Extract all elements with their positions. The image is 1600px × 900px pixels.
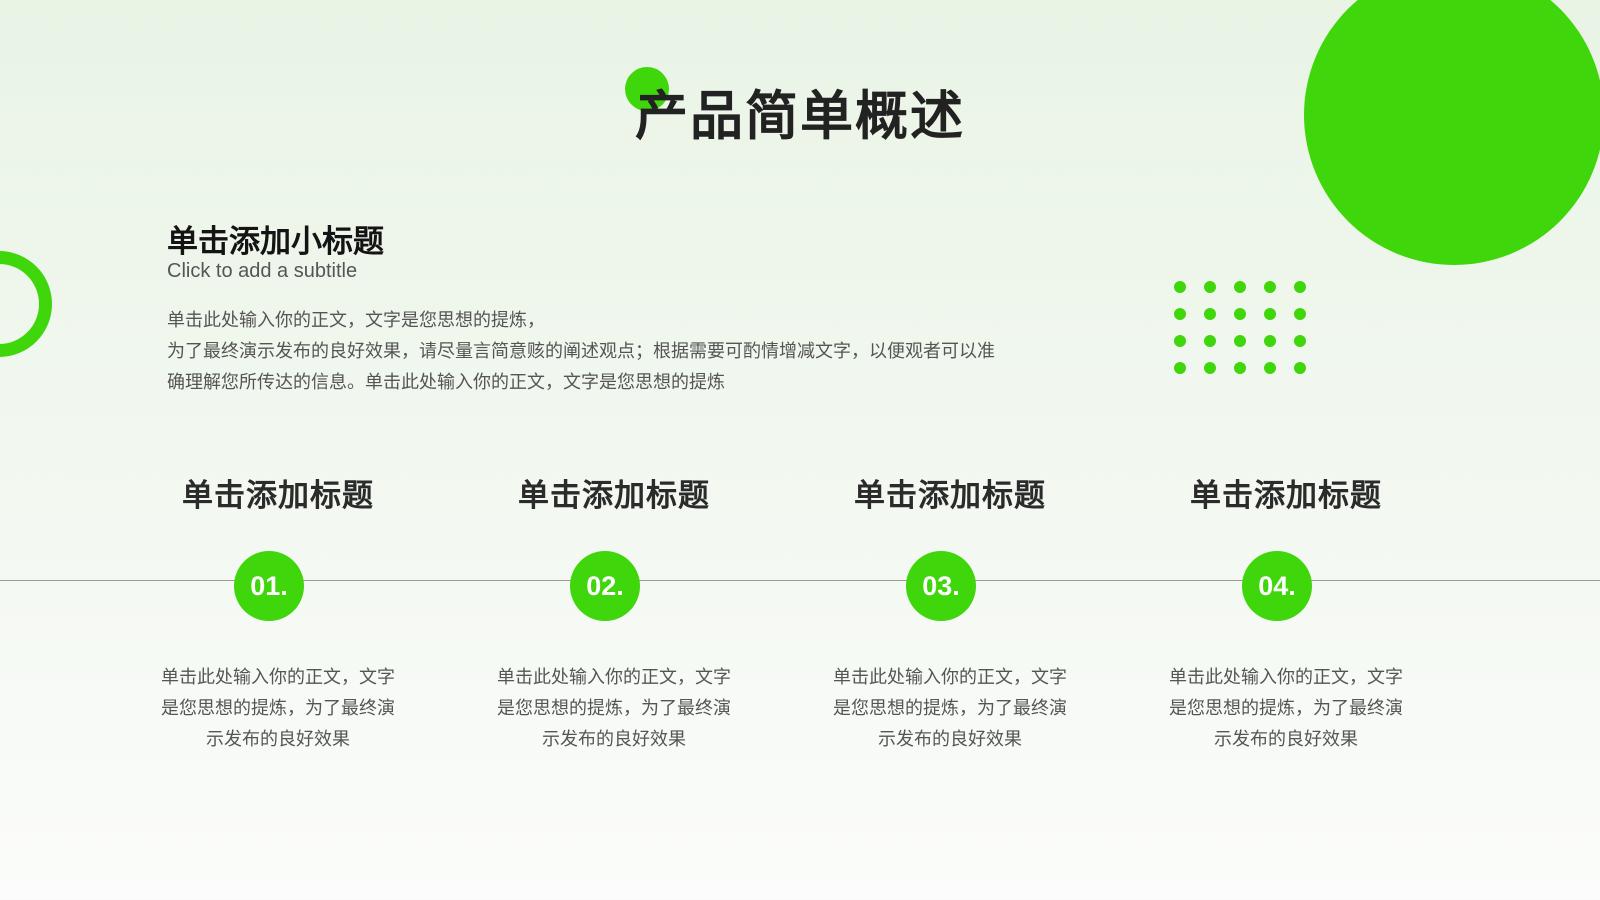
- step-number-badge: 03.: [906, 551, 976, 621]
- step-text-line: 示发布的良好效果: [206, 729, 350, 750]
- step-text-line: 单击此处输入你的正文，文字: [161, 667, 395, 688]
- step-text-line: 是您思想的提炼，为了最终演: [497, 698, 731, 719]
- step-text-line: 是您思想的提炼，为了最终演: [161, 698, 395, 719]
- step-text-line: 示发布的良好效果: [1214, 729, 1358, 750]
- step-3: 单击添加标题 03. 单击此处输入你的正文，文字 是您思想的提炼，为了最终演 示…: [805, 470, 1095, 750]
- step-body-text[interactable]: 单击此处输入你的正文，文字 是您思想的提炼，为了最终演 示发布的良好效果: [1151, 662, 1421, 755]
- section-heading[interactable]: 单击添加小标题: [167, 224, 384, 260]
- step-text-line: 是您思想的提炼，为了最终演: [833, 698, 1067, 719]
- step-text-line: 单击此处输入你的正文，文字: [833, 667, 1067, 688]
- intro-body-text[interactable]: 单击此处输入你的正文，文字是您思想的提炼， 为了最终演示发布的良好效果，请尽量言…: [167, 305, 1097, 398]
- intro-line: 为了最终演示发布的良好效果，请尽量言简意赅的阐述观点；根据需要可酌情增减文字，以…: [167, 341, 995, 362]
- step-body-text[interactable]: 单击此处输入你的正文，文字 是您思想的提炼，为了最终演 示发布的良好效果: [479, 662, 749, 755]
- step-2: 单击添加标题 02. 单击此处输入你的正文，文字 是您思想的提炼，为了最终演 示…: [469, 470, 759, 750]
- step-1: 单击添加标题 01. 单击此处输入你的正文，文字 是您思想的提炼，为了最终演 示…: [133, 470, 423, 750]
- intro-line: 确理解您所传达的信息。单击此处输入你的正文，文字是您思想的提炼: [167, 372, 725, 393]
- step-text-line: 是您思想的提炼，为了最终演: [1169, 698, 1403, 719]
- step-text-line: 示发布的良好效果: [878, 729, 1022, 750]
- step-title[interactable]: 单击添加标题: [182, 478, 374, 514]
- decorative-ring: [0, 251, 52, 357]
- decorative-dot-grid: [1174, 281, 1314, 381]
- decorative-large-circle: [1304, 0, 1600, 265]
- step-text-line: 单击此处输入你的正文，文字: [497, 667, 731, 688]
- title-accent-dot: [625, 67, 669, 111]
- step-title[interactable]: 单击添加标题: [518, 478, 710, 514]
- step-text-line: 示发布的良好效果: [542, 729, 686, 750]
- step-title[interactable]: 单击添加标题: [1190, 478, 1382, 514]
- step-title[interactable]: 单击添加标题: [854, 478, 1046, 514]
- step-number-badge: 04.: [1242, 551, 1312, 621]
- step-text-line: 单击此处输入你的正文，文字: [1169, 667, 1403, 688]
- step-number-badge: 01.: [234, 551, 304, 621]
- step-body-text[interactable]: 单击此处输入你的正文，文字 是您思想的提炼，为了最终演 示发布的良好效果: [815, 662, 1085, 755]
- timeline-line: [0, 580, 1600, 581]
- section-subheading[interactable]: Click to add a subtitle: [167, 260, 358, 282]
- step-body-text[interactable]: 单击此处输入你的正文，文字 是您思想的提炼，为了最终演 示发布的良好效果: [143, 662, 413, 755]
- page-title[interactable]: 产品简单概述: [635, 86, 965, 147]
- step-number-badge: 02.: [570, 551, 640, 621]
- intro-line: 单击此处输入你的正文，文字是您思想的提炼，: [167, 310, 545, 331]
- step-4: 单击添加标题 04. 单击此处输入你的正文，文字 是您思想的提炼，为了最终演 示…: [1141, 470, 1431, 750]
